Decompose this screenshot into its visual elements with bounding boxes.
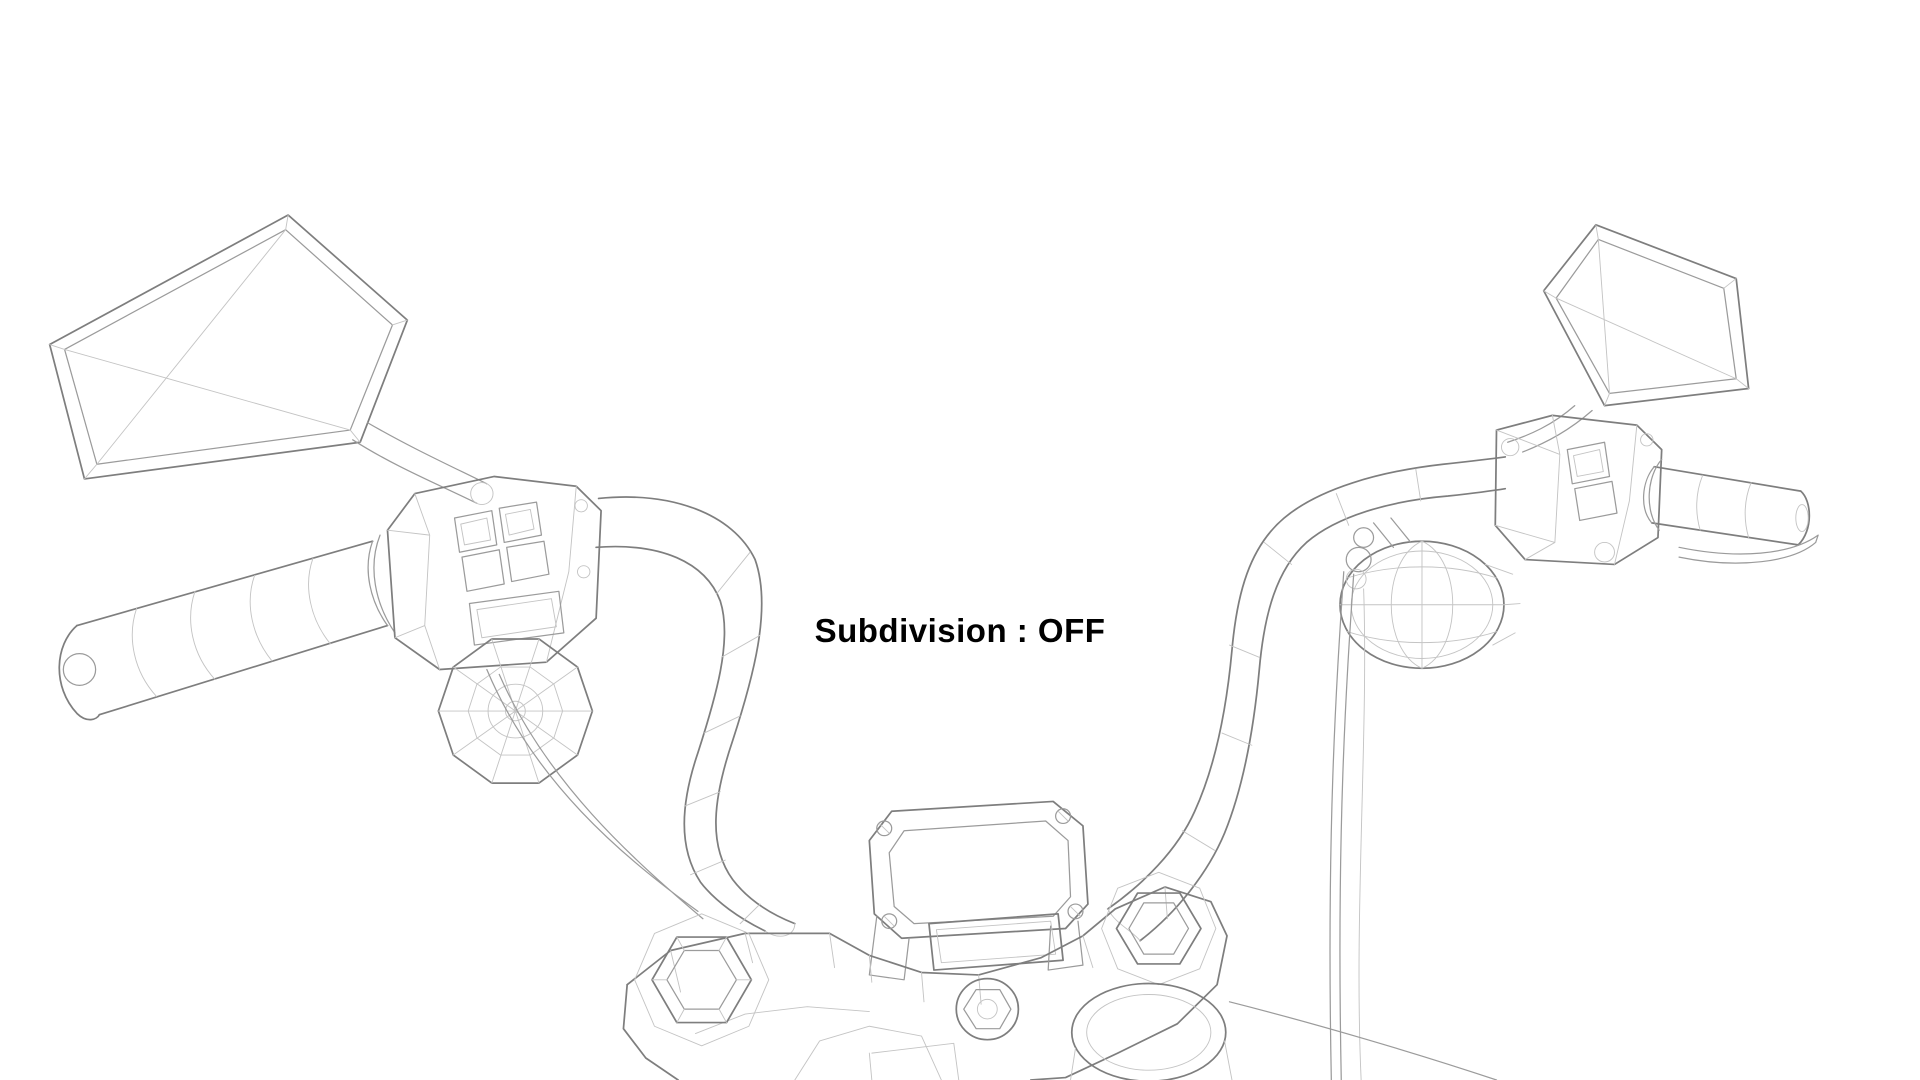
- cables: [486, 571, 1366, 1080]
- handlebar-right-tube: [1106, 456, 1507, 942]
- instrument-bracket: [764, 800, 1141, 981]
- left-switch-pod: [386, 475, 602, 671]
- right-grip: [1642, 458, 1811, 546]
- subdivision-status-label: Subdivision : OFF: [814, 612, 1106, 649]
- left-grip: [58, 534, 396, 721]
- brake-lever: [1678, 534, 1819, 564]
- headlight: [1339, 517, 1521, 670]
- left-mirror-stalk: [352, 422, 494, 506]
- right-switch-pod: [1494, 414, 1663, 566]
- right-mirror-stalk: [1501, 405, 1593, 457]
- handlebar-left-tube: [595, 496, 796, 932]
- horn: [437, 638, 594, 784]
- triple-clamp: [622, 871, 1498, 1080]
- right-mirror: [1542, 223, 1750, 407]
- left-mirror: [48, 214, 409, 480]
